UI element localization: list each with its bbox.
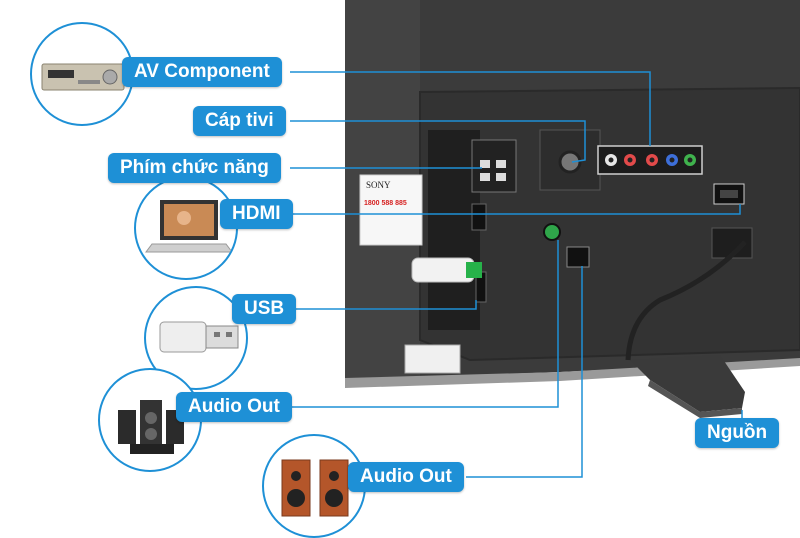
- surround-speakers-thumbnail: [98, 368, 202, 472]
- sticker-brand: SONY: [366, 180, 391, 190]
- optical-port: [566, 246, 590, 268]
- bookshelf-speakers-thumbnail: [262, 434, 366, 538]
- label-av-component: AV Component: [122, 57, 282, 87]
- side-hdmi-port: [471, 203, 487, 231]
- connector-lines: [290, 71, 743, 478]
- side-terminal-recess: [428, 130, 480, 330]
- label-cap-tivi: Cáp tivi: [193, 106, 286, 136]
- audio-out-jack: [543, 223, 561, 241]
- label-audio-out-2: Audio Out: [348, 462, 464, 492]
- label-hdmi: HDMI: [220, 199, 293, 229]
- label-audio-out-1: Audio Out: [176, 392, 292, 422]
- power-cord: [625, 240, 747, 361]
- function-button-panel: [471, 139, 517, 193]
- usb-drive-thumbnail: [144, 286, 248, 390]
- sony-sticker: [359, 174, 423, 246]
- av-receiver-thumbnail: [30, 22, 134, 126]
- label-phim-chuc-nang: Phím chức năng: [108, 153, 281, 183]
- antenna-port: [558, 150, 582, 174]
- label-nguon: Nguồn: [695, 418, 780, 448]
- label-usb: USB: [232, 294, 297, 324]
- laptop-thumbnail: [134, 176, 238, 280]
- sticker-hotline: 1800 588 885: [364, 200, 407, 207]
- usb-stick: [411, 257, 475, 283]
